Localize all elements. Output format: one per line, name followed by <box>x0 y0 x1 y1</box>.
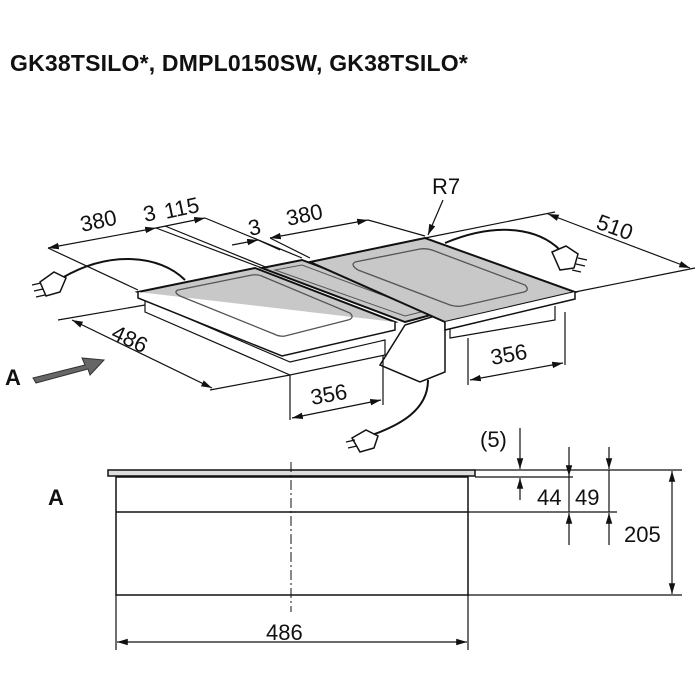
dim-gap-1: 3 <box>141 200 158 227</box>
extension-lines <box>57 304 291 391</box>
right-hob-body <box>449 306 556 339</box>
dimension-line <box>269 218 369 240</box>
side-view-label: A <box>48 485 64 510</box>
dim-width: 486 <box>266 620 303 645</box>
extension-lines <box>289 355 384 420</box>
right-hob-edge <box>444 292 576 331</box>
hob-body <box>115 476 469 596</box>
left-hob-body <box>144 299 386 376</box>
dim-cutout-left: 356 <box>309 379 350 410</box>
view-arrow-icon <box>32 357 106 384</box>
dim-cutout-right: 356 <box>489 339 530 370</box>
extension-lines <box>47 217 426 291</box>
extension-lines <box>424 211 696 293</box>
dim-middle-width: 115 <box>162 192 202 224</box>
dimension-line <box>547 213 691 269</box>
left-hob-edge <box>137 292 396 357</box>
dim-right-width: 380 <box>284 199 325 231</box>
dimension-line <box>291 398 382 420</box>
dim-left-width: 380 <box>78 205 119 237</box>
dim-49: 49 <box>575 485 599 510</box>
dimension-line <box>155 216 206 229</box>
left-hob-cooking-zone <box>175 274 353 337</box>
dimension-line <box>469 361 564 382</box>
plug-right-icon <box>551 245 588 273</box>
power-cable-middle <box>371 379 429 436</box>
extension-lines <box>467 312 566 385</box>
dim-44: 44 <box>537 485 561 510</box>
side-view: A (5) 44 49 205 486 <box>48 427 682 650</box>
dim-radius: R7 <box>432 174 460 199</box>
page-title: GK38TSILO*, DMPL0150SW, GK38TSILO* <box>10 50 468 76</box>
radius-leader <box>427 199 444 236</box>
view-arrow-label: A <box>5 365 21 390</box>
plug-middle-icon <box>345 429 379 453</box>
extension-lines <box>468 469 682 596</box>
dim-depth-right: 510 <box>593 209 636 245</box>
dim-gap-2: 3 <box>246 214 263 241</box>
power-cable-left <box>61 258 186 281</box>
dim-plate-thickness: (5) <box>480 427 507 452</box>
isometric-view: 380 3 115 3 380 R7 510 486 356 356 A <box>5 174 696 453</box>
dimension-line <box>47 226 157 250</box>
dimension-line <box>231 238 259 246</box>
dim-height: 205 <box>624 522 661 547</box>
dimension-line <box>71 319 213 389</box>
plug-left-icon <box>31 271 67 298</box>
right-hob-cooking-zone <box>352 248 528 307</box>
dim-depth-left: 486 <box>108 320 152 358</box>
extension-lines <box>115 595 469 650</box>
power-cable-right <box>444 228 561 251</box>
